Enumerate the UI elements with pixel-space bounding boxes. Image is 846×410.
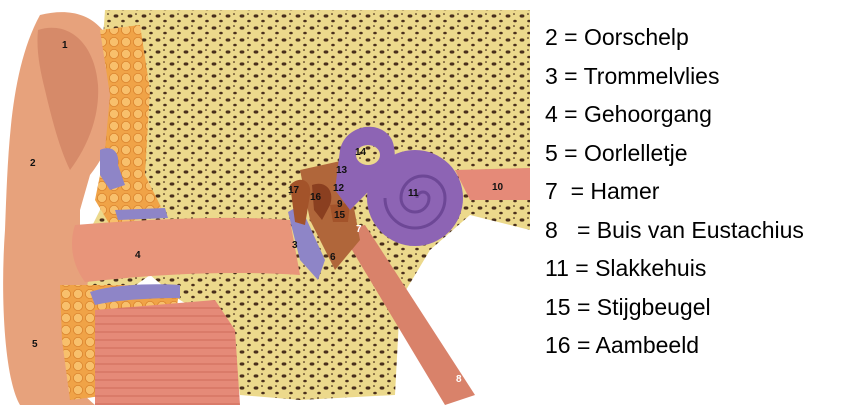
legend-item-slakkehuis: 11 = Slakkehuis bbox=[545, 253, 804, 292]
label-16: 16 bbox=[310, 192, 322, 203]
label-15: 15 bbox=[334, 210, 346, 221]
legend-item-trommelvlies: 3 = Trommelvlies bbox=[545, 61, 804, 100]
label-13: 13 bbox=[336, 165, 348, 176]
lower-muscle-tissue bbox=[95, 300, 240, 405]
label-5: 5 bbox=[32, 339, 38, 350]
label-7: 7 bbox=[356, 224, 362, 235]
legend-item-oorlelletje: 5 = Oorlelletje bbox=[545, 138, 804, 177]
legend-item-stijgbeugel: 15 = Stijgbeugel bbox=[545, 292, 804, 331]
label-11: 11 bbox=[408, 188, 419, 199]
label-17: 17 bbox=[288, 185, 300, 196]
label-1: 1 bbox=[62, 40, 68, 51]
legend-item-hamer: 7 = Hamer bbox=[545, 176, 804, 215]
label-10: 10 bbox=[492, 182, 504, 193]
legend-item-oorschelp: 2 = Oorschelp bbox=[545, 22, 804, 61]
legend-item-aambeeld: 16 = Aambeeld bbox=[545, 330, 804, 369]
ear-cross-section-illustration: 1 2 3 4 5 6 7 8 9 10 11 12 13 14 15 16 1… bbox=[0, 0, 530, 410]
label-14: 14 bbox=[355, 147, 367, 158]
label-6: 6 bbox=[330, 252, 336, 263]
legend-item-buis-van-eustachius: 8 = Buis van Eustachius bbox=[545, 215, 804, 254]
label-2: 2 bbox=[30, 158, 36, 169]
legend-item-gehoorgang: 4 = Gehoorgang bbox=[545, 99, 804, 138]
label-12: 12 bbox=[333, 183, 345, 194]
legend-list: 2 = Oorschelp 3 = Trommelvlies 4 = Gehoo… bbox=[545, 22, 804, 369]
label-4: 4 bbox=[135, 250, 141, 261]
cartilage-canal-top bbox=[115, 208, 168, 220]
label-8: 8 bbox=[456, 374, 462, 385]
ear-canal bbox=[72, 218, 300, 282]
label-9: 9 bbox=[337, 199, 343, 210]
label-3: 3 bbox=[292, 240, 298, 251]
